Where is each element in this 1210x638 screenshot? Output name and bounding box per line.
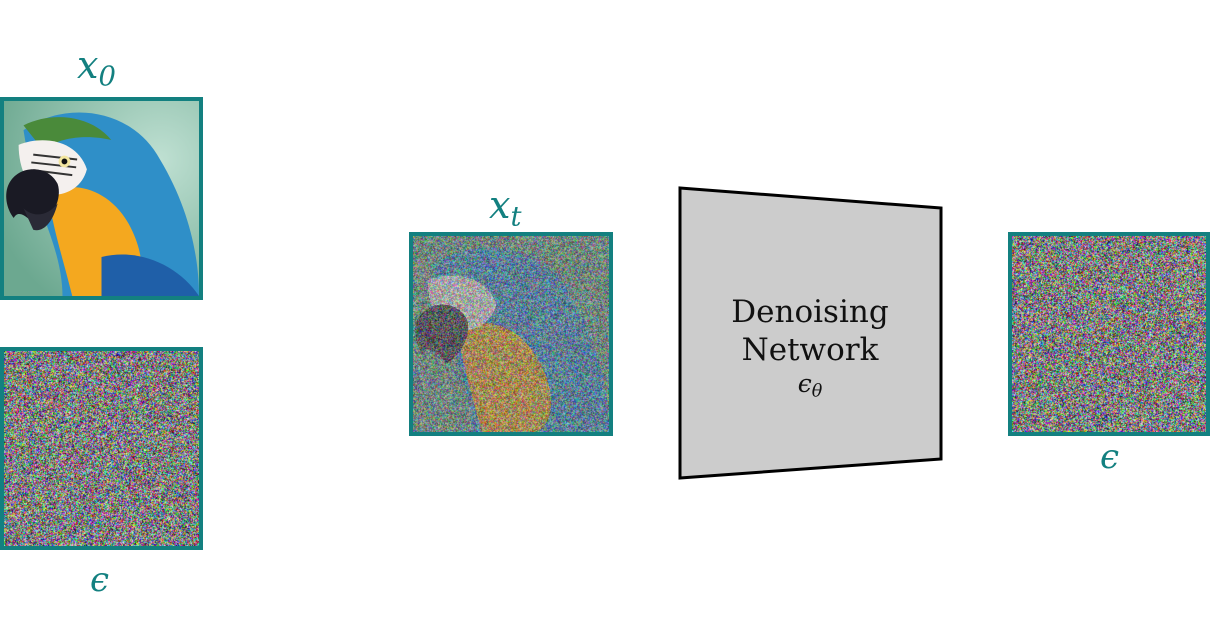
eps-left-label: ϵ — [90, 563, 109, 597]
clean-image — [0, 97, 203, 300]
noise-image-right-icon — [1012, 236, 1206, 432]
x0-subscript: 0 — [98, 61, 116, 93]
network-symbol: ϵθ — [700, 369, 920, 406]
x0-symbol: x — [77, 43, 99, 87]
eps-right-symbol: ϵ — [1100, 437, 1120, 477]
network-line2: Network — [741, 332, 879, 368]
noise-image-left-icon — [4, 351, 199, 546]
xt-subscript: t — [510, 201, 522, 233]
noise-image-left — [0, 347, 203, 550]
noisy-image — [409, 232, 613, 436]
xt-label: xt — [489, 186, 521, 231]
epsilon-theta-subscript: θ — [811, 381, 823, 402]
noise-image-right — [1008, 232, 1210, 436]
eps-right-label: ϵ — [1100, 440, 1119, 474]
epsilon-theta-symbol: ϵ — [797, 369, 812, 398]
noise-overlay-icon — [413, 236, 609, 432]
network-trapezoid — [678, 186, 943, 480]
x0-label: x0 — [77, 46, 116, 91]
parrot-image-icon — [4, 101, 199, 296]
eps-left-symbol: ϵ — [90, 560, 110, 600]
network-label: Denoising Network ϵθ — [700, 293, 920, 406]
xt-symbol: x — [489, 183, 511, 227]
network-line1: Denoising — [731, 294, 889, 330]
